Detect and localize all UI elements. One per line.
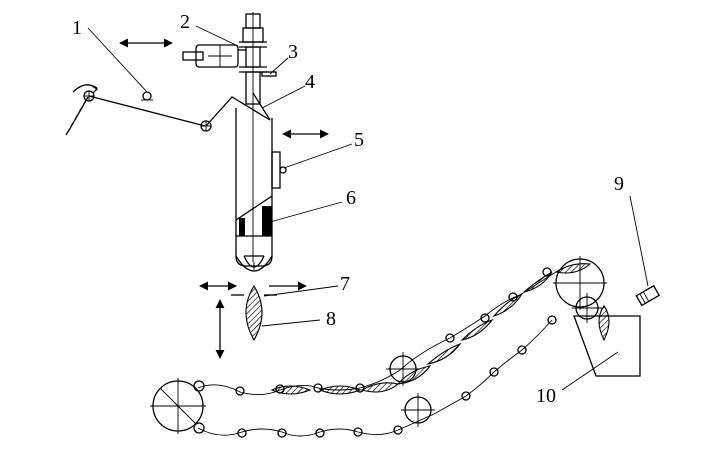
spindle-assembly [182, 12, 277, 262]
collection-bin [573, 305, 641, 377]
label-4: 4 [305, 71, 315, 93]
leader-lines [87, 25, 649, 391]
sensor [635, 284, 661, 307]
part-labels: 1 2 3 4 5 6 7 8 9 10 [72, 11, 624, 407]
label-5: 5 [354, 129, 364, 151]
label-1: 1 [72, 17, 82, 39]
label-10: 10 [536, 385, 556, 407]
conveyor [150, 256, 607, 438]
motion-arrows [119, 38, 329, 359]
label-2: 2 [180, 11, 190, 33]
coating-hopper [235, 108, 287, 272]
label-9: 9 [614, 173, 624, 195]
label-6: 6 [346, 187, 356, 209]
lever-arm [65, 84, 271, 136]
label-8: 8 [326, 308, 336, 330]
label-3: 3 [288, 41, 298, 63]
label-7: 7 [340, 273, 350, 295]
bait-pellet [245, 284, 263, 342]
